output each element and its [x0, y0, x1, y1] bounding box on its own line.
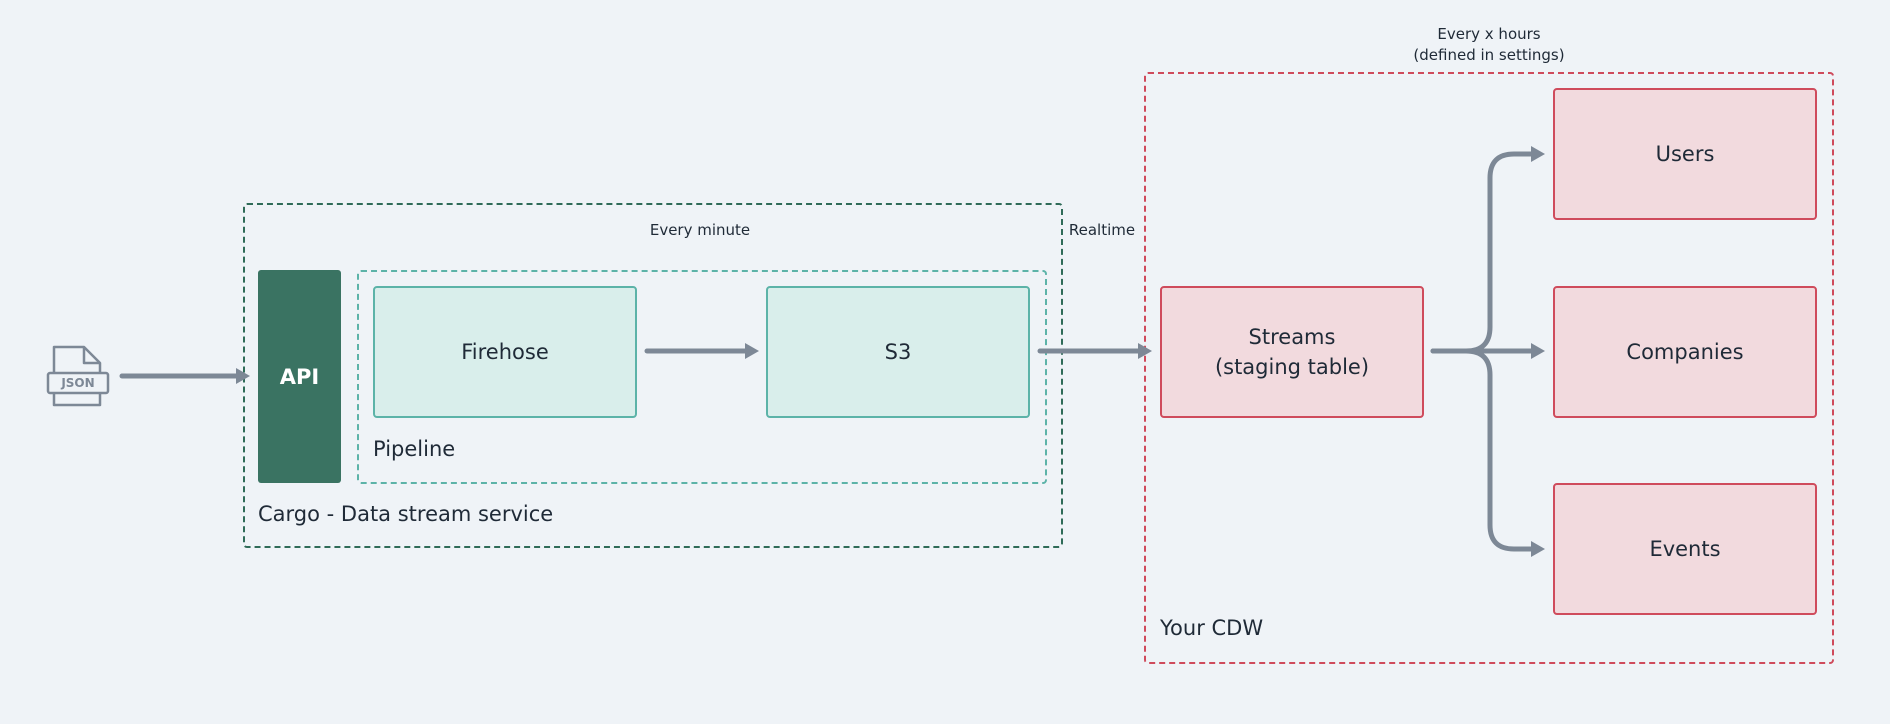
cdw-group-label: Your CDW	[1160, 616, 1264, 640]
api-node-label: API	[279, 364, 320, 389]
streams-node[interactable]: Streams (staging table)	[1160, 286, 1424, 418]
json-icon-text: JSON	[61, 376, 95, 390]
every-x-hours-line2: (defined in settings)	[1413, 46, 1565, 64]
json-file-icon: JSON	[46, 343, 112, 409]
every-x-hours-line1: Every x hours	[1437, 25, 1541, 43]
arrowhead-api	[236, 368, 250, 384]
firehose-node[interactable]: Firehose	[373, 286, 637, 418]
streams-node-title: Streams	[1248, 324, 1336, 349]
firehose-node-label: Firehose	[461, 340, 549, 364]
arrowhead-s3	[745, 343, 759, 359]
arrowhead-users	[1531, 146, 1545, 162]
events-node-label: Events	[1649, 536, 1721, 561]
every-minute-label: Every minute	[649, 221, 751, 239]
arrowhead-streams	[1138, 343, 1152, 359]
s3-node-label: S3	[884, 340, 912, 364]
edge-streams-to-events	[1463, 348, 1538, 552]
companies-node[interactable]: Companies	[1553, 286, 1817, 418]
events-node[interactable]: Events	[1553, 483, 1817, 615]
cdw-group	[1144, 72, 1834, 664]
users-node[interactable]: Users	[1553, 88, 1817, 220]
realtime-label: Realtime	[1068, 221, 1136, 239]
cargo-group-label: Cargo - Data stream service	[258, 502, 554, 526]
users-node-label: Users	[1655, 141, 1715, 166]
companies-node-label: Companies	[1626, 339, 1744, 364]
pipeline-group-label: Pipeline	[373, 437, 456, 461]
edge-streams-to-users	[1430, 151, 1538, 354]
arrowhead-events	[1531, 541, 1545, 557]
api-node[interactable]: API	[258, 270, 341, 483]
every-x-hours-label: Every x hours (defined in settings)	[1389, 24, 1589, 66]
arrowhead-companies	[1531, 343, 1545, 359]
pipeline-group	[357, 270, 1047, 484]
s3-node[interactable]: S3	[766, 286, 1030, 418]
streams-node-subtitle: (staging table)	[1214, 355, 1370, 379]
